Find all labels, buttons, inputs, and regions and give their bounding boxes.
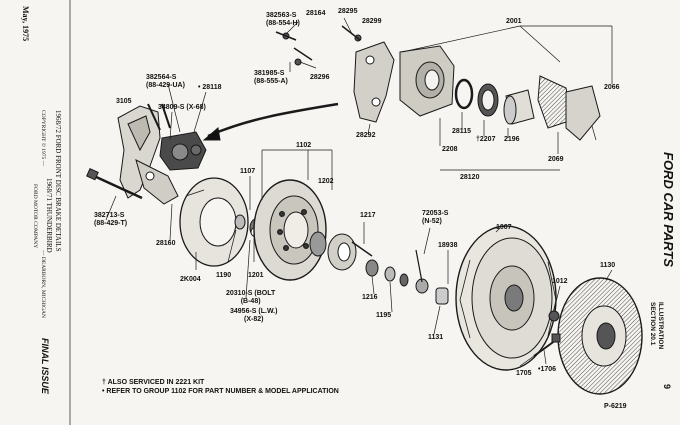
callout-28115: 28115 — [452, 128, 472, 135]
callout-28295: 28295 — [338, 8, 358, 15]
callout-28164: 28164 — [306, 10, 326, 17]
callout-18938: 18938 — [438, 242, 458, 249]
callout-2001: 2001 — [506, 18, 522, 25]
bolt-382713 — [86, 168, 143, 200]
caliper-group — [353, 41, 601, 141]
callout-34956: 34956-S (L.W.)(X-82) — [230, 308, 278, 323]
illustration-label: ILLUSTRATION — [657, 302, 664, 350]
caliper-assembly-small — [159, 131, 207, 171]
wheel — [455, 225, 557, 371]
callout-1130: 1130 — [600, 262, 616, 269]
callout-382713: 382713-S(88-429-T) — [94, 212, 128, 227]
brand-title: FORD CAR PARTS — [661, 152, 676, 268]
callout-28292: 28292 — [356, 132, 376, 139]
margin-title-line2: 1968/71 THUNDERBIRD — [45, 178, 53, 253]
callout-28118: • 28118 — [198, 84, 222, 91]
callout-2k004: 2K004 — [180, 276, 201, 283]
callout-28160: 28160 — [156, 240, 176, 247]
callout-28299: 28299 — [362, 18, 382, 25]
callout-381985: 381985-S(88-555-A) — [254, 70, 288, 85]
callout-2208: 2208 — [442, 146, 458, 153]
callout-1012: 1012 — [552, 278, 568, 285]
margin-location: — DEARBORN, MICHIGAN — [40, 250, 46, 318]
callout-2066: 2066 — [604, 84, 620, 91]
callout-1217: 1217 — [360, 212, 376, 219]
callout-1131: 1131 — [428, 334, 444, 341]
wheel-cover — [557, 277, 643, 395]
splash-shield — [179, 177, 249, 267]
callout-1107: 1107 — [240, 168, 256, 175]
margin-company: FORD MOTOR COMPANY — [32, 184, 38, 249]
callout-72053: 72053-S(N-52) — [422, 210, 449, 225]
callout-1007: 1007 — [496, 224, 512, 231]
callout-3105: 3105 — [116, 98, 132, 105]
footnote-group: • REFER TO GROUP 1102 FOR PART NUMBER & … — [102, 388, 339, 395]
margin-date: May, 1975 — [21, 6, 30, 42]
callout-20310: 20310-S (BOLT(B-48) — [226, 290, 276, 305]
callout-1202: 1202 — [318, 178, 334, 185]
callout-34809: 34809-S (X-68) — [158, 104, 206, 111]
callout-28120: 28120 — [460, 174, 480, 181]
footnotes: † ALSO SERVICED IN 2221 KIT • REFER TO G… — [102, 378, 339, 396]
callout-1195: 1195 — [376, 312, 392, 319]
figure-number: P-6219 — [604, 403, 627, 410]
callout-1102: 1102 — [296, 142, 312, 149]
callout-2069: 2069 — [548, 156, 564, 163]
section-label: SECTION 20.1 — [649, 302, 656, 346]
page-number: 9 — [662, 384, 672, 390]
callout-382563: 382563-S(88-554-H) — [266, 12, 300, 27]
callout-1216: 1216 — [362, 294, 378, 301]
margin-copyright: COPYRIGHT © 1975 — — [40, 110, 46, 167]
callout-28296: 28296 — [310, 74, 330, 81]
callout-2196: 2196 — [504, 136, 520, 143]
callout-1706: •1706 — [538, 366, 557, 373]
callout-1705: 1705 — [516, 370, 532, 377]
margin-title-line1: 1968/72 FORD FRONT DISC BRAKE DETAILS — [54, 110, 62, 252]
final-issue-label: FINAL ISSUE — [40, 338, 50, 394]
callout-2207: †2207 — [476, 136, 496, 143]
callout-1190: 1190 — [216, 272, 232, 279]
footnote-kit: † ALSO SERVICED IN 2221 KIT — [102, 379, 205, 386]
callout-382564: 382564-S(88-429-UA) — [146, 74, 185, 89]
hub-rotor — [253, 179, 327, 281]
steering-knuckle — [117, 105, 179, 205]
callout-1201: 1201 — [248, 272, 264, 279]
